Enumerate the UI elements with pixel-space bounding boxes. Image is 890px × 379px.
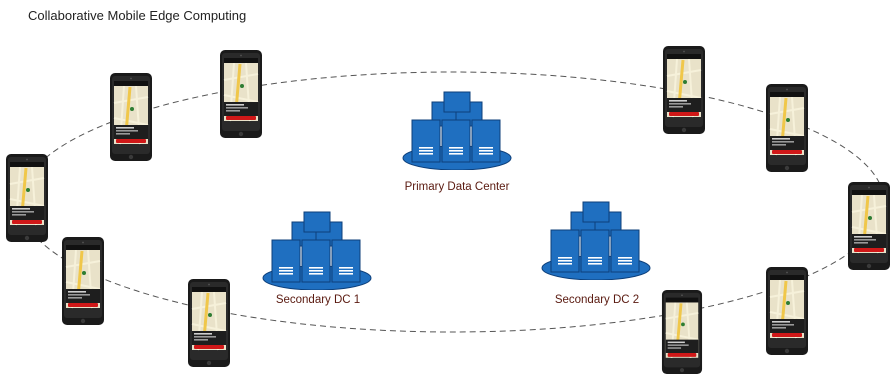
phone-icon <box>110 73 152 161</box>
diagram-title: Collaborative Mobile Edge Computing <box>28 8 247 23</box>
secondary-dc-1-label: Secondary DC 1 <box>276 294 360 306</box>
primary-data-center-label: Primary Data Center <box>405 181 510 193</box>
phone-icon <box>766 267 808 355</box>
phone-icon <box>663 46 705 134</box>
phone-icon <box>661 290 703 374</box>
phone-icon <box>6 154 48 242</box>
secondary-dc-1: Secondary DC 1 <box>262 211 372 306</box>
phone-icon <box>848 182 890 270</box>
phone-icon <box>766 84 808 172</box>
primary-data-center: Primary Data Center <box>402 91 512 193</box>
phone-icon <box>62 237 104 325</box>
secondary-dc-2-label: Secondary DC 2 <box>555 294 639 306</box>
phone-icon <box>188 279 230 367</box>
secondary-dc-2: Secondary DC 2 <box>541 201 651 306</box>
phone-icon <box>220 50 262 138</box>
